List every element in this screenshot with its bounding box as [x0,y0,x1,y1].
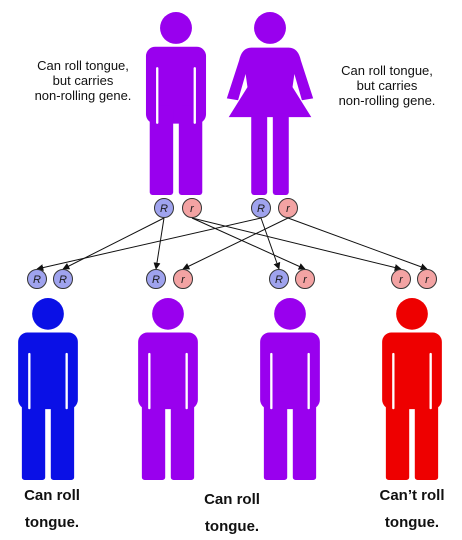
father-figure [145,12,207,195]
child-allele-R: R [269,269,289,289]
inheritance-arrow [191,217,306,270]
leg-shape [141,391,166,480]
child-allele-R: R [146,269,166,289]
leg-shape [170,391,195,480]
child-figure-3 [260,298,320,480]
allele-circle [182,198,202,218]
caption-line: tongue. [204,518,260,535]
inheritance-arrow [62,217,165,270]
allele-letter: r [425,274,430,286]
mother-figure [226,12,314,195]
father-note: Can roll tongue, but carries non-rolling… [22,58,144,103]
mother-note-line: Can roll tongue, [341,63,433,78]
caption-line: Can roll [204,491,260,508]
allele-circle [417,269,437,289]
allele-circle [278,198,298,218]
mother-note-line: non-rolling gene. [338,93,436,108]
allele-circle [154,198,174,218]
allele-letter: r [181,274,186,286]
child-allele-r: r [295,269,315,289]
leg-shape [272,113,289,195]
inheritance-arrow [36,217,262,272]
allele-circle [295,269,315,289]
caption-line: Can’t roll [379,487,445,504]
leg-shape [21,391,46,480]
caption-line: tongue. [384,514,440,531]
head-shape [274,298,306,330]
caption-line: tongue. [24,514,80,531]
allele-circle [391,269,411,289]
torso-shape [260,332,320,410]
allele-circle [251,198,271,218]
inheritance-arrow [182,217,289,270]
child-4-caption: Can’t roll tongue. [362,482,462,536]
child-1-caption: Can roll tongue. [2,482,102,536]
child-allele-r: r [391,269,411,289]
allele-circle [53,269,73,289]
parent-allele-r: r [278,198,298,218]
inheritance-arrow [287,217,428,271]
parent-allele-R: R [251,198,271,218]
child-figure-4 [382,298,442,480]
allele-letter: R [160,203,168,215]
parent-allele-R: R [154,198,174,218]
leg-shape [385,391,410,480]
caption-line: Can roll [24,487,80,504]
allele-circle [269,269,289,289]
mother-note-line: but carries [356,78,418,93]
father-note-line: Can roll tongue, [37,58,129,73]
child-figure-2 [138,298,198,480]
father-note-line: but carries [52,73,114,88]
child-allele-R: R [27,269,47,289]
head-shape [152,298,184,330]
torso-shape [138,332,198,410]
leg-shape [292,391,317,480]
mother-note: Can roll tongue, but carries non-rolling… [326,63,448,108]
torso-shape [18,332,78,410]
head-shape [396,298,428,330]
inheritance-arrow [191,217,402,271]
leg-shape [251,113,268,195]
allele-circle [173,269,193,289]
allele-letter: R [152,274,160,286]
leg-shape [263,391,288,480]
allele-letter: r [399,274,404,286]
child-2-caption: Can roll tongue. [182,486,282,540]
allele-letter: r [286,203,291,215]
leg-shape [149,105,174,195]
inheritance-arrows [36,217,428,272]
leg-shape [178,105,203,195]
torso-shape [145,46,207,124]
allele-letter: R [275,274,283,286]
inheritance-arrow [153,217,165,270]
child-allele-r: r [173,269,193,289]
head-shape [160,12,192,44]
parent-allele-r: r [182,198,202,218]
head-shape [32,298,64,330]
inheritance-arrow [260,217,281,270]
child-figure-1 [18,298,78,480]
allele-letter: R [59,274,67,286]
child-allele-R: R [53,269,73,289]
allele-letter: R [33,274,41,286]
allele-letter: r [190,203,195,215]
leg-shape [50,391,75,480]
allele-circle [146,269,166,289]
head-shape [254,12,286,44]
allele-circle [27,269,47,289]
dress-shape [226,47,314,118]
father-note-line: non-rolling gene. [34,88,132,103]
people-figures [18,12,442,480]
child-allele-r: r [417,269,437,289]
allele-letter: r [303,274,308,286]
allele-letter: R [257,203,265,215]
leg-shape [414,391,439,480]
torso-shape [382,332,442,410]
